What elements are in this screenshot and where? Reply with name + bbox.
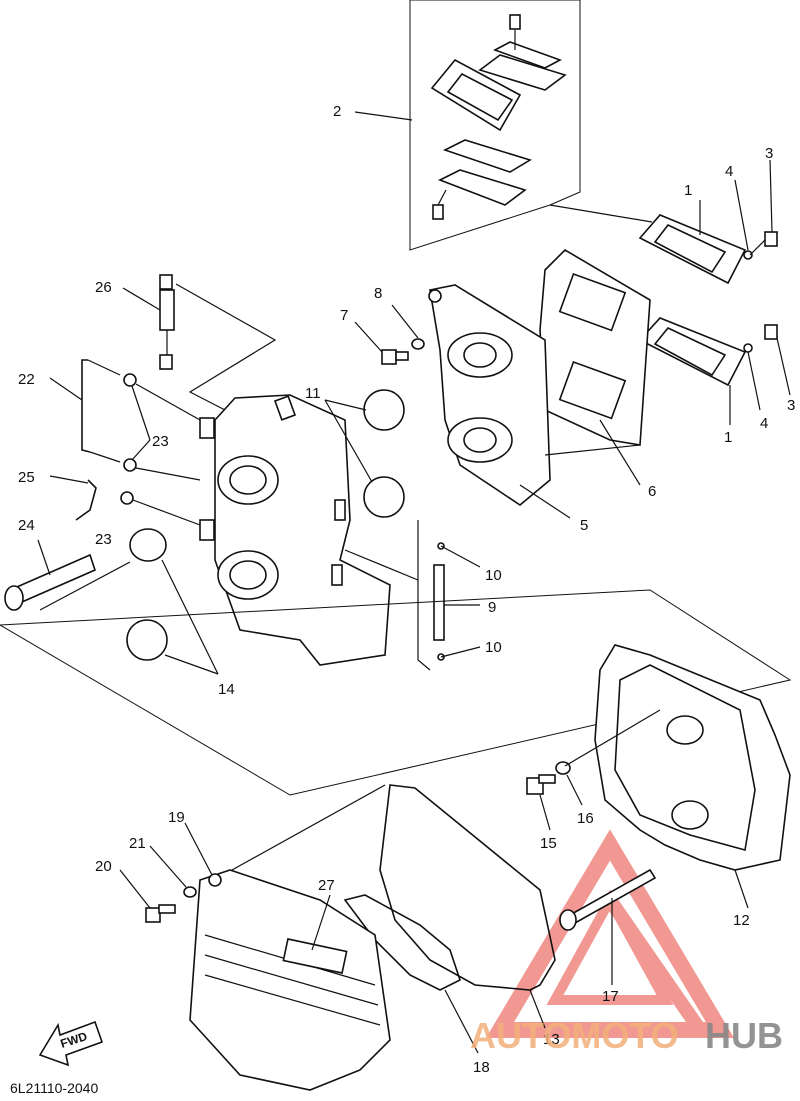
label-24: 24 (18, 517, 35, 534)
tube-22 (81, 359, 91, 453)
o-ring-14-upper (129, 528, 167, 562)
pin-9 (433, 564, 445, 641)
label-6: 6 (648, 483, 656, 500)
label-5: 5 (580, 517, 588, 534)
label-3-lower: 3 (787, 397, 795, 414)
label-10-lower: 10 (485, 639, 502, 656)
label-12: 12 (733, 912, 750, 929)
link-rod-26 (159, 274, 175, 370)
label-15: 15 (540, 835, 557, 852)
label-3-upper: 3 (765, 145, 773, 162)
gasket-13 (379, 784, 556, 991)
bolt-15 (526, 774, 556, 795)
diagram-code: 6L21110-2040 (10, 1080, 98, 1096)
label-9: 9 (488, 599, 496, 616)
o-ring-11-upper (363, 389, 405, 431)
label-17: 17 (602, 988, 619, 1005)
intake-manifold (428, 284, 551, 506)
o-ring-14-lower (126, 619, 168, 661)
plunger-24 (4, 553, 96, 611)
label-8: 8 (374, 285, 382, 302)
label-4-lower: 4 (760, 415, 768, 432)
watermark-text: AUTOMOTO HUB (470, 1015, 783, 1056)
label-7: 7 (340, 307, 348, 324)
cover-27 (189, 869, 391, 1091)
fwd-arrow-icon: FWD (38, 1020, 104, 1067)
label-13: 13 (543, 1031, 560, 1048)
washer-21 (183, 886, 197, 898)
watermark-logo (485, 829, 735, 1038)
reed-valve-lower (638, 317, 778, 387)
svg-text:AUTOMOTO: AUTOMOTO (470, 1015, 679, 1056)
label-1-lower: 1 (724, 429, 732, 446)
label-27: 27 (318, 877, 335, 894)
o-ring-11-lower (363, 476, 405, 518)
bolt-20 (145, 904, 176, 923)
label-21: 21 (129, 835, 146, 852)
label-25: 25 (18, 469, 35, 486)
label-19: 19 (168, 809, 185, 826)
reed-valve-inset (409, 0, 581, 251)
washer-8 (411, 338, 425, 350)
label-20: 20 (95, 858, 112, 875)
label-23-lower: 23 (95, 531, 112, 548)
label-14: 14 (218, 681, 235, 698)
leader-inset-1 (549, 204, 653, 223)
label-2: 2 (333, 103, 341, 120)
reed-valve-upper (638, 214, 778, 285)
bolt-17 (559, 868, 657, 931)
label-22: 22 (18, 371, 35, 388)
label-10-upper: 10 (485, 567, 502, 584)
leader-2 (354, 111, 413, 121)
gasket (539, 248, 651, 446)
label-18: 18 (473, 1059, 490, 1076)
bolt-7 (381, 349, 409, 365)
hose-25 (75, 479, 97, 521)
grommet-19 (208, 873, 222, 887)
label-26: 26 (95, 279, 112, 296)
gasket-18 (343, 894, 461, 991)
assembly-boundary (0, 589, 792, 796)
label-23-upper: 23 (152, 433, 169, 450)
head-cover-12 (594, 644, 791, 871)
clip-23-group (120, 373, 137, 505)
carburetor (199, 394, 391, 666)
label-1-upper: 1 (684, 182, 692, 199)
svg-text:HUB: HUB (705, 1015, 783, 1056)
label-11: 11 (305, 385, 321, 402)
label-16: 16 (577, 810, 594, 827)
label-4-upper: 4 (725, 163, 733, 180)
part-labels: 1 1 2 3 3 4 4 5 6 7 8 9 10 10 11 12 13 1… (18, 103, 795, 1076)
